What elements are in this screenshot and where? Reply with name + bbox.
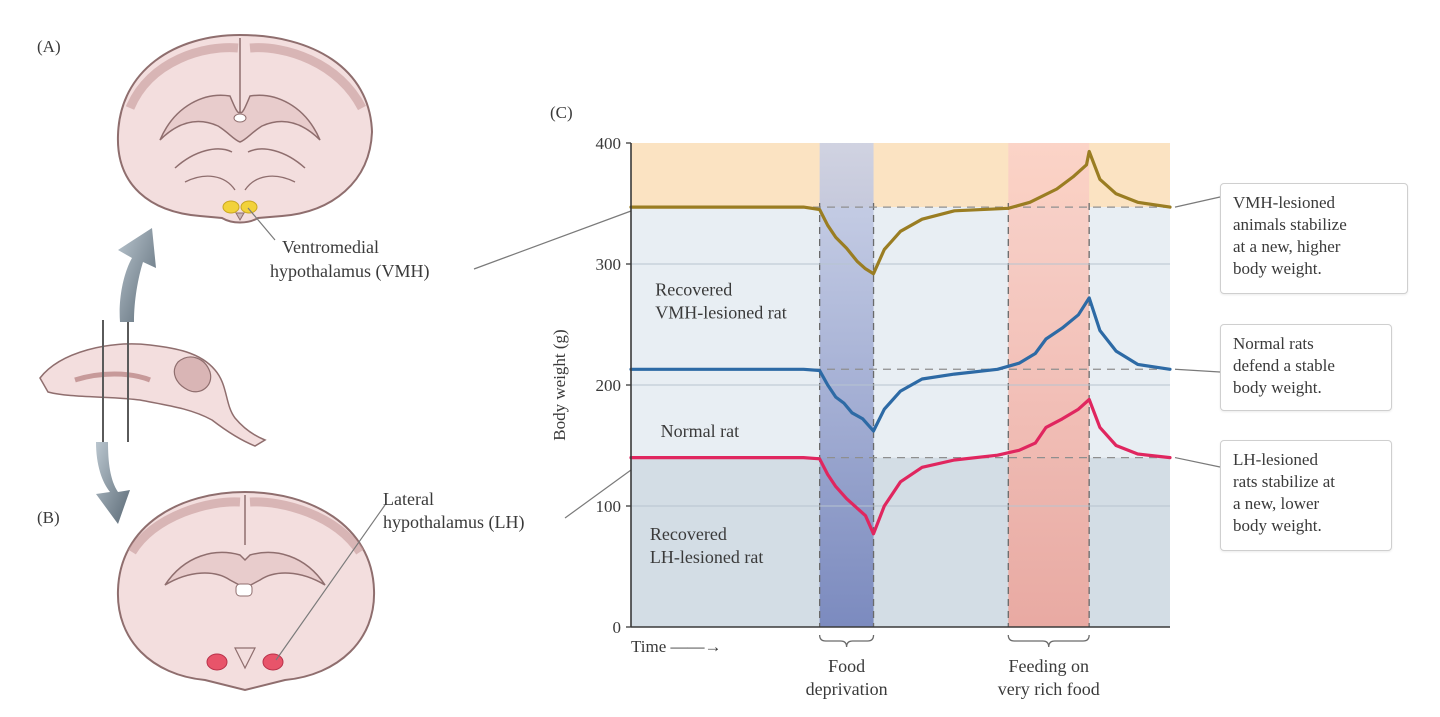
note-connector-2 (1174, 457, 1221, 468)
zone-label-vmh-1: VMH-lesioned rat (655, 302, 786, 322)
panel-b-label: (B) (37, 508, 60, 527)
vmh-label-line-2: hypothalamus (VMH) (270, 261, 429, 282)
y-tick-label-300: 300 (596, 255, 622, 274)
y-tick-label-100: 100 (596, 497, 622, 516)
lh-note-line-1: LH-lesioned (1233, 450, 1318, 469)
lh-label-line-1: Lateral (383, 489, 434, 509)
series-line-2 (629, 397, 1172, 536)
period-label-0-0: Food (828, 656, 865, 676)
vmh-note-line-3: at a new, higher (1233, 237, 1341, 256)
vmh-note: VMH-lesioned animals stabilize at a new,… (1220, 183, 1408, 294)
arrow-down-to-b (96, 442, 130, 524)
lh-note-line-3: a new, lower (1233, 494, 1320, 513)
note-connector-0 (1174, 196, 1221, 208)
lh-connector-line (564, 469, 632, 519)
lh-note-line-2: rats stabilize at (1233, 472, 1335, 491)
arrow-up-to-a (118, 228, 156, 322)
vmh-label-line-1: Ventromedial (282, 237, 379, 257)
series-line-1 (629, 296, 1172, 433)
y-tick-label-400: 400 (596, 134, 622, 153)
period-label-1-1: very rich food (998, 679, 1100, 699)
vmh-note-line-1: VMH-lesioned (1233, 193, 1335, 212)
lh-note: LH-lesioned rats stabilize at a new, low… (1220, 440, 1392, 551)
lh-leader-line (275, 504, 386, 661)
vmh-note-line-4: body weight. (1233, 259, 1322, 278)
x-axis-label: Time ——→ (631, 637, 722, 656)
normal-note: Normal rats defend a stable body weight. (1220, 324, 1392, 411)
panel-a-label: (A) (37, 37, 61, 56)
lh-nucleus-left (206, 653, 228, 671)
normal-note-line-1: Normal rats (1233, 334, 1314, 353)
period-brace-1 (1007, 634, 1090, 648)
lh-note-line-4: body weight. (1233, 516, 1322, 535)
vmh-note-line-2: animals stabilize (1233, 215, 1347, 234)
lh-nucleus-right (262, 653, 284, 671)
vmh-leader-line (247, 207, 276, 241)
lh-label: Lateral hypothalamus (LH) (383, 489, 524, 533)
zone-label-normal-0: Normal rat (661, 421, 739, 441)
y-tick-label-200: 200 (596, 376, 622, 395)
vmh-connector-line (473, 210, 632, 270)
period-label-0-1: deprivation (806, 679, 888, 699)
brain-sagittal-section (39, 343, 267, 447)
zone-label-lh-1: LH-lesioned rat (650, 547, 763, 567)
brain-coronal-section-b (116, 490, 376, 692)
vmh-nucleus-right (240, 200, 258, 214)
zone-label-vmh-0: Recovered (655, 279, 732, 299)
vmh-label: Ventromedial hypothalamus (VMH) (270, 237, 429, 282)
normal-note-line-2: defend a stable (1233, 356, 1335, 375)
zone-label-lh-0: Recovered (650, 524, 727, 544)
y-axis-label: Body weight (g) (550, 329, 569, 440)
period-label-1-0: Feeding on (1008, 656, 1089, 676)
series-line-0 (629, 149, 1172, 276)
vmh-nucleus-left (222, 200, 240, 214)
period-brace-0 (819, 634, 875, 648)
note-connector-1 (1174, 368, 1221, 373)
lh-label-line-2: hypothalamus (LH) (383, 512, 524, 533)
y-tick-label-0: 0 (613, 618, 622, 637)
brain-coronal-section-a (116, 33, 374, 224)
normal-note-line-3: body weight. (1233, 378, 1322, 397)
panel-c-label: (C) (550, 103, 573, 122)
